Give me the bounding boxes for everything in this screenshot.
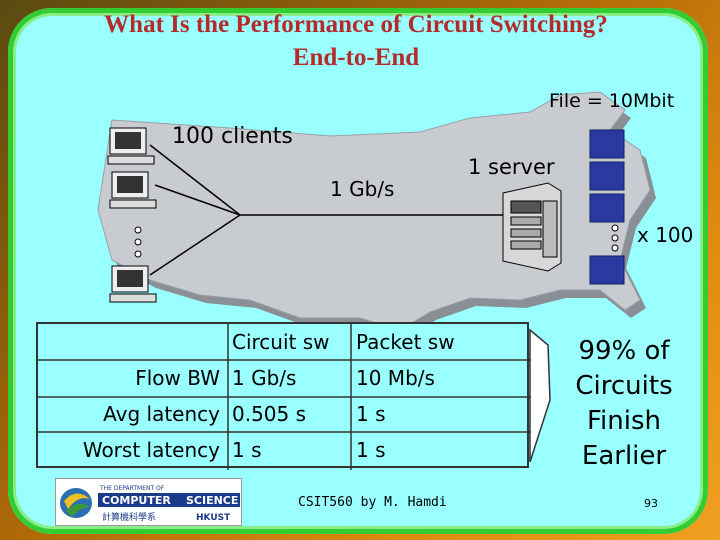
header-packet: Packet sw xyxy=(356,330,455,354)
client-computer-2 xyxy=(109,171,157,209)
row-label-worst-latency: Worst latency xyxy=(82,438,220,462)
file-size-label: File = 10Mbit xyxy=(549,90,675,112)
server-label: 1 server xyxy=(468,155,555,179)
client-computer-1 xyxy=(107,127,155,165)
cell-avg-latency-packet: 1 s xyxy=(356,402,386,426)
logo-computer: COMPUTER xyxy=(102,494,171,507)
cell-flow-bw-packet: 10 Mb/s xyxy=(356,366,435,390)
cell-flow-bw-circuit: 1 Gb/s xyxy=(232,366,297,390)
slide-title: What Is the Performance of Circuit Switc… xyxy=(0,8,712,74)
client-links xyxy=(149,144,505,276)
conclusion-line-2: Circuits xyxy=(575,371,673,401)
row-label-flow-bw: Flow BW xyxy=(135,366,220,390)
header-circuit: Circuit sw xyxy=(232,330,330,354)
row-label-avg-latency: Avg latency xyxy=(103,402,220,426)
title-line-1: What Is the Performance of Circuit Switc… xyxy=(104,11,608,38)
logo-hkust: HKUST xyxy=(196,513,231,523)
multiplier-label: x 100 xyxy=(637,223,694,247)
footer-credit: CSIT560 by M. Hamdi xyxy=(298,495,447,510)
cell-worst-latency-circuit: 1 s xyxy=(232,438,262,462)
comparison-table: Circuit sw Packet sw Flow BW 1 Gb/s 10 M… xyxy=(36,322,531,470)
logo-chinese: 計算機科學系 xyxy=(102,511,156,523)
cell-worst-latency-packet: 1 s xyxy=(356,438,386,462)
server-icon xyxy=(502,182,562,272)
logo-graphic: THE DEPARTMENT OF COMPUTER SCIENCE 計算機科學… xyxy=(60,485,240,523)
link-speed-label: 1 Gb/s xyxy=(330,177,395,201)
client-dots xyxy=(134,226,142,258)
conclusion-line-1: 99% of xyxy=(578,336,670,366)
logo-line-1: THE DEPARTMENT OF xyxy=(99,485,165,492)
conclusion-line-3: Finish xyxy=(586,406,661,436)
file-dots xyxy=(611,224,619,252)
department-logo: THE DEPARTMENT OF COMPUTER SCIENCE 計算機科學… xyxy=(55,478,242,526)
us-map xyxy=(97,91,651,331)
clients-label: 100 clients xyxy=(172,124,293,149)
conclusion-line-4: Earlier xyxy=(581,441,667,471)
cell-avg-latency-circuit: 0.505 s xyxy=(232,402,307,426)
logo-science: SCIENCE xyxy=(186,494,238,507)
title-line-2: End-to-End xyxy=(292,44,420,71)
right-arrow-icon xyxy=(529,328,551,463)
conclusion-text: 99% of Circuits Finish Earlier xyxy=(560,334,688,474)
page-number: 93 xyxy=(644,497,658,510)
file-blocks xyxy=(589,129,625,285)
table-grid xyxy=(38,324,531,470)
client-computer-3 xyxy=(109,265,157,303)
